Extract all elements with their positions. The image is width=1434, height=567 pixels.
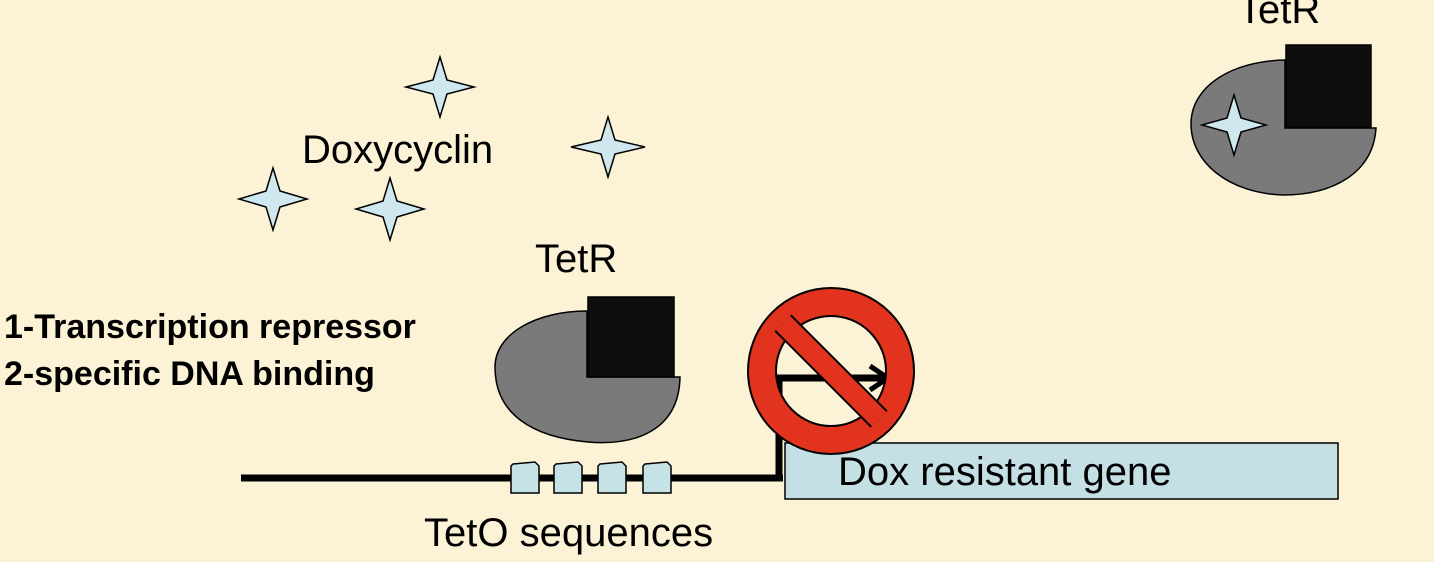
doxycyclin-star-icon [570, 114, 646, 180]
tetr-free-protein [1190, 44, 1377, 196]
teto-label: TetO sequences [424, 511, 714, 555]
gene-box [784, 442, 1339, 500]
teto-box [642, 461, 672, 494]
teto-box [510, 461, 540, 494]
tetr-bound-protein [494, 296, 681, 444]
tetr-bound-block [587, 296, 675, 378]
doxycyclin-star-icon [403, 54, 477, 120]
teto-box [553, 461, 583, 494]
tetr-free-body [1190, 59, 1377, 196]
doxycyclin-stars [236, 54, 646, 243]
teto-sequence-boxes [510, 461, 672, 494]
doxycyclin-star-icon [1199, 92, 1269, 158]
repressor-function-line1: 1-Transcription repressor [4, 308, 416, 346]
repressor-function-line2: 2-specific DNA binding [4, 355, 375, 393]
tetr-bound-body [494, 310, 681, 444]
doxycyclin-star-icon [353, 175, 427, 243]
tetr-free-block [1285, 44, 1372, 128]
gene-label: Dox resistant gene [838, 450, 1172, 494]
tetr-bound-label: TetR [535, 237, 618, 281]
prohibition-icon [747, 287, 915, 455]
doxycyclin-label: Doxycyclin [302, 128, 494, 172]
tetr-free-label: TetR [1238, 0, 1321, 32]
teto-box [597, 461, 627, 494]
doxycyclin-star-icon [236, 165, 310, 233]
